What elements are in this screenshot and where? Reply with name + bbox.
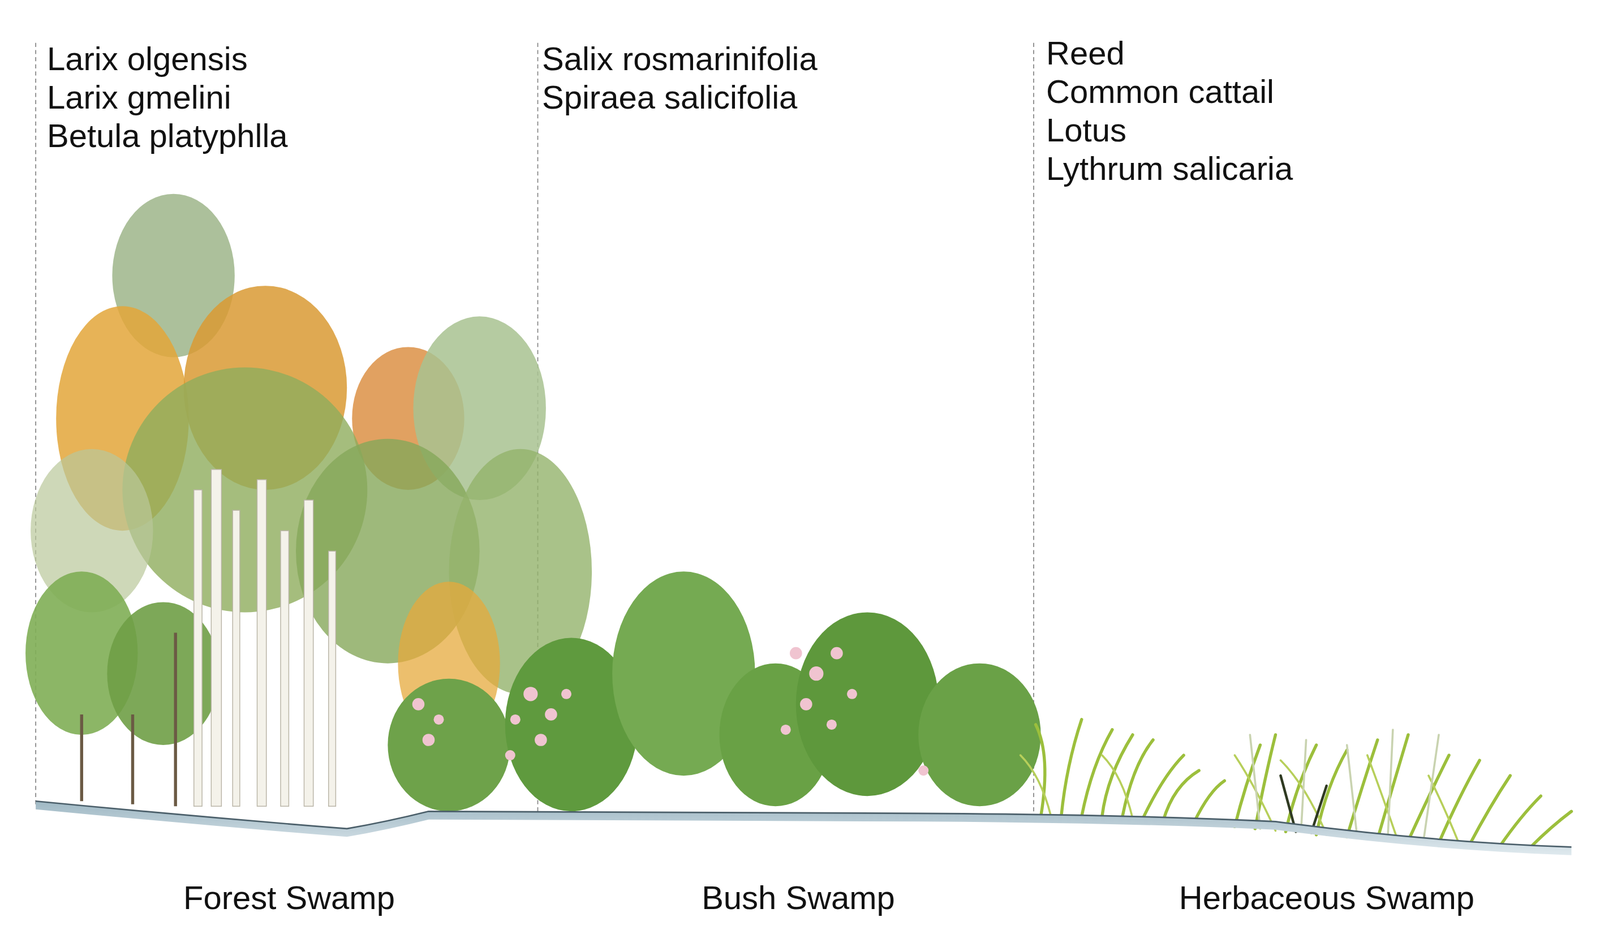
zone-name: Herbaceous Swamp <box>1179 879 1475 916</box>
species-name: Salix rosmarinifolia <box>542 40 818 77</box>
species-name: Reed <box>1046 35 1125 72</box>
species-name: Spiraea salicifolia <box>542 79 798 116</box>
species-name: Common cattail <box>1046 73 1275 110</box>
zone-name: Bush Swamp <box>701 879 896 916</box>
bush-shrubs <box>387 571 1041 812</box>
zone-divider <box>35 42 1034 817</box>
water-band <box>35 801 1572 856</box>
zone-name: Forest Swamp <box>183 879 395 916</box>
ground-line <box>35 801 1572 847</box>
species-name: Larix olgensis <box>46 40 248 77</box>
species-name: Lythrum salicaria <box>1046 150 1293 187</box>
species-name: Betula platyphlla <box>46 117 288 154</box>
species-name: Lotus <box>1046 112 1127 149</box>
species-name: Larix gmelini <box>46 79 232 116</box>
